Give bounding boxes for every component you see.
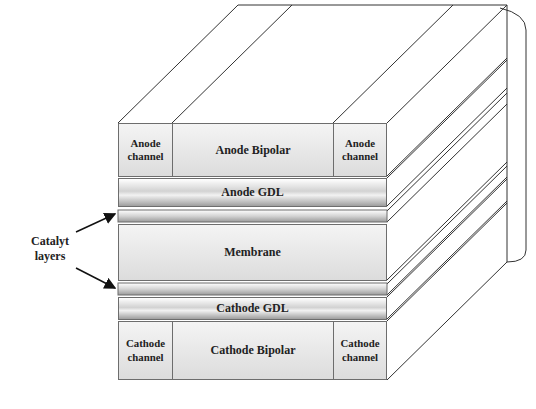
layer-label: Anode channel [334,137,386,164]
layer-label: Cathode GDL [216,301,288,316]
layer-label: Anode Bipolar [215,143,290,158]
channel-box: Cathode channel [118,321,173,380]
callout-label: Catalyt layers [18,234,82,264]
gdl-band: Cathode GDL [118,297,387,320]
channel-box: Anode channel [118,123,173,177]
layer-label: Cathode Bipolar [210,343,295,358]
layer-label: Cathode channel [334,337,386,364]
gdl-band: Anode GDL [118,178,387,207]
leader-arrow [76,268,115,288]
membrane-band: Membrane [118,224,387,281]
perspective-lines [118,5,526,380]
layer-label: Anode channel [119,137,172,164]
bipolar-plate: Anode Bipolar [172,123,334,177]
leader-arrow [76,214,115,232]
layer-label: Anode GDL [221,185,283,200]
catalyst-layer [118,210,387,222]
catalyst-layer [118,283,387,295]
bipolar-plate: Cathode Bipolar [172,321,334,380]
channel-box: Cathode channel [333,321,387,380]
layer-label: Cathode channel [119,337,172,364]
channel-box: Anode channel [333,123,387,177]
layer-label: Membrane [224,245,281,260]
